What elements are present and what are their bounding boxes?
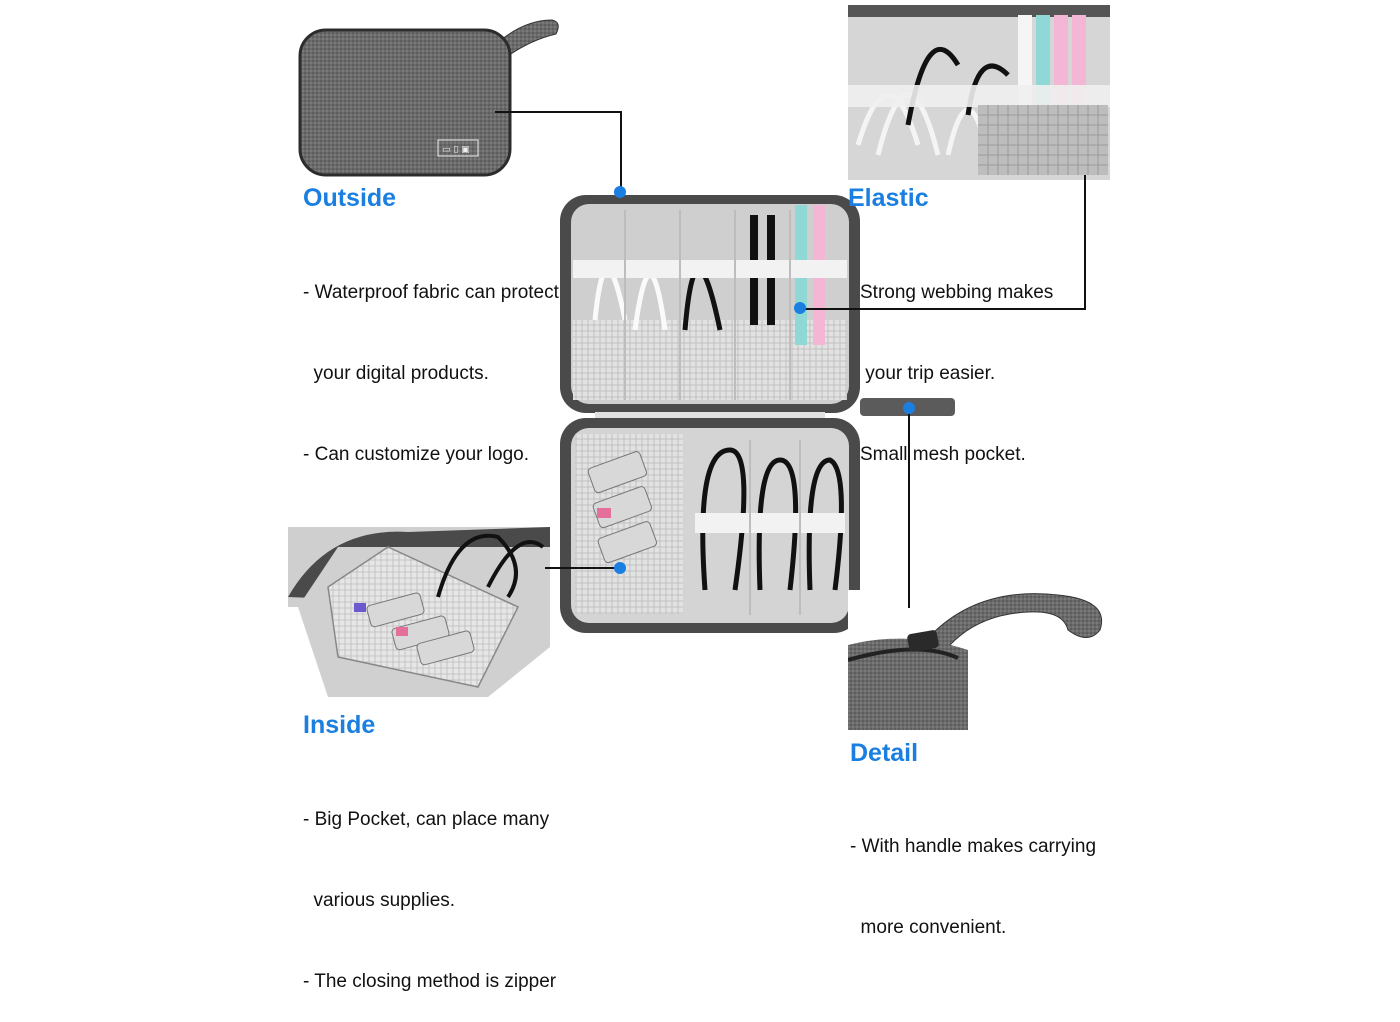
outside-title: Outside xyxy=(303,184,397,212)
elastic-line-1: Strong webbing makes xyxy=(860,282,1054,303)
connector-outside-v xyxy=(620,111,622,193)
inside-line-1: - Big Pocket, can place many xyxy=(303,809,550,830)
elastic-line-3: Small mesh pocket. xyxy=(860,444,1026,465)
detail-line-2: more convenient. xyxy=(850,917,1007,938)
inside-photo xyxy=(288,527,550,697)
callout-dot-detail xyxy=(903,402,915,414)
elastic-title: Elastic xyxy=(848,184,929,212)
detail-title: Detail xyxy=(850,739,919,767)
open-bag-photo xyxy=(555,190,865,635)
inside-title: Inside xyxy=(303,711,376,739)
outside-line-2: your digital products. xyxy=(303,363,489,384)
elastic-line-2: your trip easier. xyxy=(860,363,996,384)
outside-line-3: - Can customize your logo. xyxy=(303,444,529,465)
detail-photo xyxy=(848,590,1110,730)
connector-elastic-h xyxy=(800,308,1085,310)
connector-elastic-v xyxy=(1084,175,1086,310)
detail-bullets: - With handle makes carrying more conven… xyxy=(850,779,1096,968)
outside-bullets: - Waterproof fabric can protect your dig… xyxy=(303,225,559,495)
svg-text:▭ ▯ ▣: ▭ ▯ ▣ xyxy=(442,145,470,155)
elastic-photo xyxy=(848,5,1110,180)
elastic-bullets: Strong webbing makes your trip easier. S… xyxy=(860,225,1053,495)
inside-line-2: various supplies. xyxy=(303,890,456,911)
inside-bullets: - Big Pocket, can place many various sup… xyxy=(303,752,556,1022)
detail-line-1: - With handle makes carrying xyxy=(850,836,1097,857)
callout-dot-inside xyxy=(614,562,626,574)
connector-detail-v xyxy=(908,408,910,608)
outside-line-1: - Waterproof fabric can protect xyxy=(303,282,559,303)
connector-outside-h xyxy=(495,111,621,113)
outside-photo: ▭ ▯ ▣ xyxy=(290,10,570,180)
inside-line-3: - The closing method is zipper xyxy=(303,971,557,992)
connector-inside-h xyxy=(545,567,620,569)
callout-dot-elastic xyxy=(794,302,806,314)
callout-dot-outside xyxy=(614,186,626,198)
